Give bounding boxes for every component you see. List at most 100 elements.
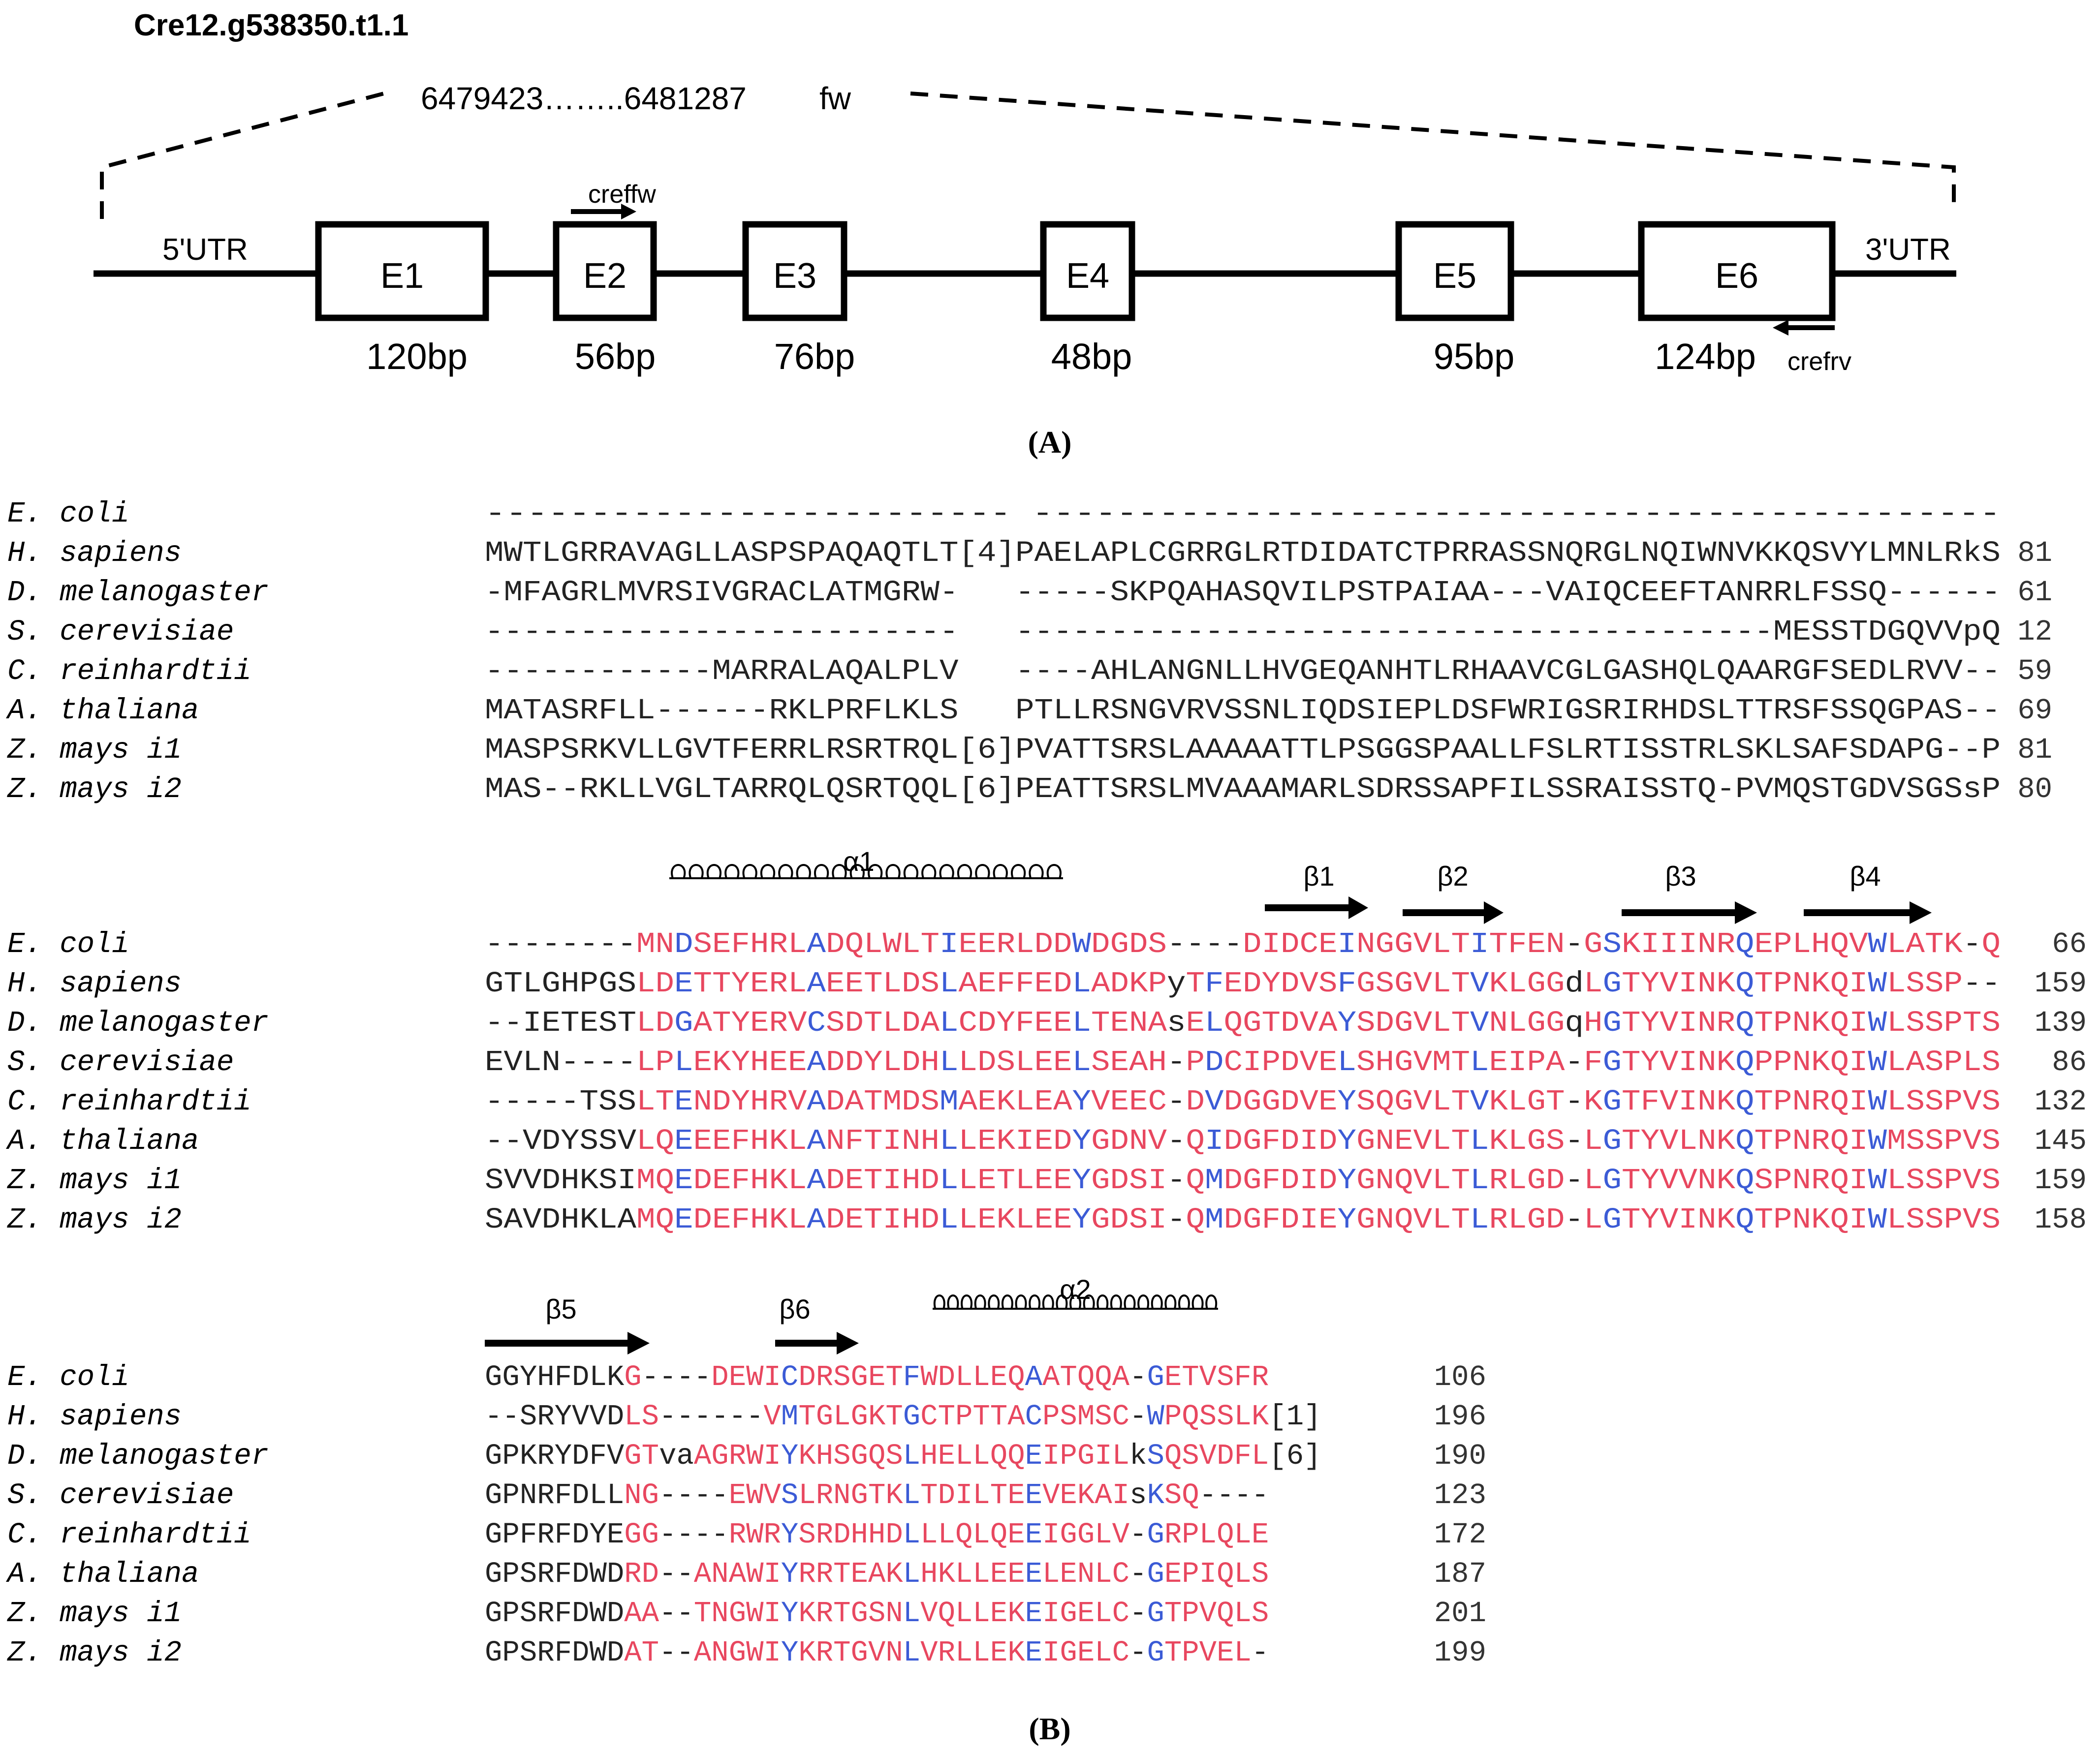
residue: G (816, 1400, 833, 1433)
residue: S (1356, 1007, 1376, 1040)
residue: G (485, 1597, 502, 1630)
residue: S (833, 1440, 850, 1473)
residue: D (1546, 1164, 1565, 1197)
residue: T (885, 1361, 903, 1394)
residue: - (711, 1479, 728, 1512)
residue: M (883, 1085, 902, 1118)
residue: L (940, 1164, 959, 1197)
residue: G (485, 967, 504, 1000)
residue: V (1413, 1007, 1433, 1040)
residue: I (1338, 928, 1357, 961)
residue: I (618, 1164, 637, 1197)
residue: I (1042, 1518, 1060, 1551)
residue: D (1186, 1085, 1205, 1118)
residue: E (1164, 1361, 1182, 1394)
residue: E (1025, 1558, 1042, 1591)
residue: - (1982, 967, 2001, 1000)
helix-alpha2 (933, 1294, 1218, 1310)
residue: E (977, 1203, 997, 1236)
residue: L (1072, 1046, 1092, 1079)
residue: H (920, 1558, 938, 1591)
residue: Y (1072, 1085, 1092, 1118)
residue: R (816, 1558, 833, 1591)
residue: - (502, 1400, 519, 1433)
residue: L (1470, 1164, 1489, 1197)
strand-beta5-arrowhead (627, 1332, 650, 1355)
sequence-row: SVVDHKSIMQEDEFHKLADETIHDLLETLEEYGDSI-QMD… (485, 1164, 2001, 1197)
residue: S (1925, 1007, 1944, 1040)
residue-count: 81 (2017, 734, 2052, 767)
residue: I (1300, 1125, 1319, 1158)
residue: F (903, 1361, 920, 1394)
residue: L (1015, 1046, 1034, 1079)
residue: T (1451, 967, 1471, 1000)
residue: Q (1217, 1518, 1234, 1551)
residue: W (1868, 967, 1887, 1000)
residue: E (1318, 1046, 1338, 1079)
residue: V (1042, 1479, 1060, 1512)
residue-count: 81 (2017, 537, 2052, 570)
residue: D (572, 1479, 589, 1512)
residue: D (1281, 1125, 1300, 1158)
residue: T (1963, 1007, 1982, 1040)
residue: A (1129, 1046, 1148, 1079)
residue: T (1164, 1597, 1182, 1630)
residue: E (1007, 1479, 1025, 1512)
residue: A (1906, 1046, 1925, 1079)
zoom-line-left (100, 92, 385, 219)
residue: W (1868, 1203, 1887, 1236)
residue: Q (1077, 1361, 1095, 1394)
residue: G (1394, 1007, 1413, 1040)
residue: T (868, 1479, 885, 1512)
panel-a-gene-structure: Cre12.g538350.t1.1 6479423……..6481287 fw… (94, 8, 1956, 460)
residue: - (485, 1125, 504, 1158)
residue: E (1025, 1636, 1042, 1669)
ss-label-beta2: β2 (1437, 861, 1468, 892)
residue-counts: 81 61 12 59 69 81 80 (2017, 537, 2052, 806)
residue: M (636, 928, 656, 961)
residue: L (1199, 1518, 1217, 1551)
ss-label-beta6: β6 (779, 1293, 810, 1324)
residue: R (816, 1636, 833, 1669)
residue: G (1356, 1203, 1376, 1236)
residue: T (938, 1400, 955, 1433)
residue: W (746, 1479, 764, 1512)
residue: S (580, 1125, 599, 1158)
residue: C (1112, 1597, 1129, 1630)
residue: G (674, 1007, 693, 1040)
residue: V (589, 1400, 607, 1433)
residue: D (542, 1125, 561, 1158)
sequence-rows: ------------------------- --------------… (485, 497, 2001, 806)
residue: W (589, 1636, 607, 1669)
ss-label-beta4: β4 (1849, 861, 1881, 892)
residue: L (972, 1361, 990, 1394)
residue: I (1042, 1636, 1060, 1669)
residue: S (598, 1007, 618, 1040)
residue-count: 59 (2017, 655, 2052, 688)
residue: L (1015, 1203, 1034, 1236)
residue-count: 196 (1434, 1400, 1486, 1433)
residue: I (1112, 1479, 1129, 1512)
residue: L (972, 1518, 990, 1551)
residue: P (1944, 1007, 1963, 1040)
residue: Y (1338, 1125, 1357, 1158)
residue: D (1281, 1203, 1300, 1236)
species-label: C. reinhardtii (7, 1518, 251, 1551)
residue: E (977, 1125, 997, 1158)
residue: E (977, 1164, 997, 1197)
residue: P (1755, 1046, 1774, 1079)
residue: E (845, 1203, 864, 1236)
residue: T (1755, 1007, 1774, 1040)
residue: - (1234, 1479, 1251, 1512)
residue: - (504, 1125, 523, 1158)
residue: G (1356, 1125, 1376, 1158)
residue: T (864, 1085, 883, 1118)
residue: T (833, 1597, 850, 1630)
residue: S (520, 1558, 537, 1591)
residue: L (1887, 928, 1906, 961)
residue: - (659, 1636, 676, 1669)
residue: R (764, 1518, 781, 1551)
exon-box (742, 221, 847, 321)
residue: L (959, 1164, 978, 1197)
residue-count: 139 (2035, 1007, 2087, 1040)
